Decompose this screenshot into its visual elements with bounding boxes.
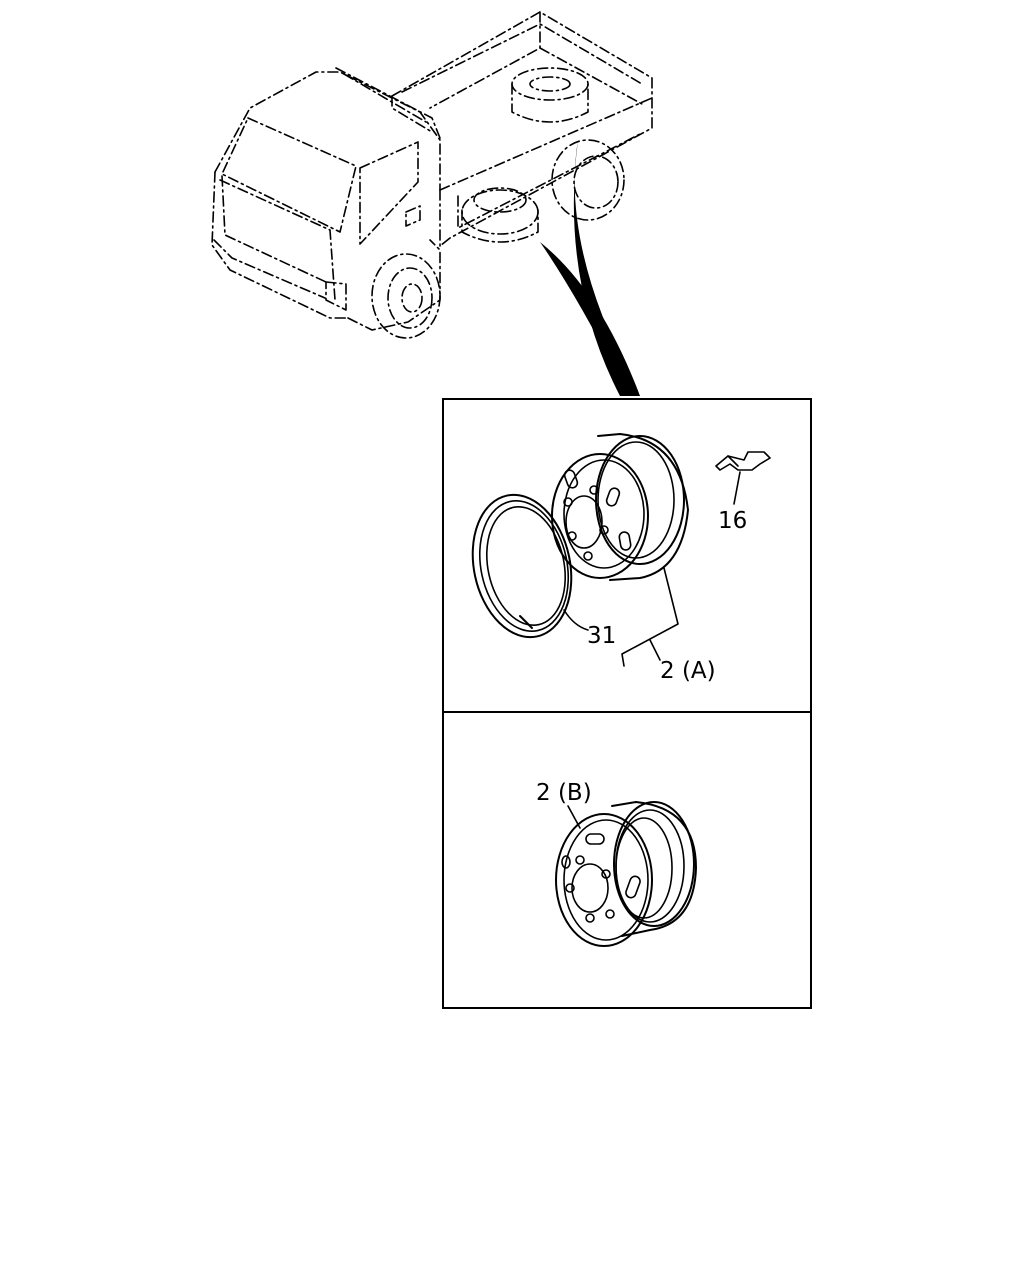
wheel-b-rim <box>555 801 697 947</box>
callout-2a: 2 (A) <box>660 658 716 684</box>
callout-16: 16 <box>718 508 747 534</box>
wheel-a-leaders <box>563 471 741 667</box>
callout-31: 31 <box>587 623 616 649</box>
part-16-clip <box>715 451 771 471</box>
truck-illustration <box>211 11 653 339</box>
wheel-b-leader <box>567 805 581 829</box>
side-ring-31 <box>471 493 573 639</box>
detail-box <box>442 398 812 1009</box>
leader-arrows <box>540 140 640 396</box>
wheel-a-rim <box>551 433 689 581</box>
callout-2b: 2 (B) <box>536 780 592 806</box>
